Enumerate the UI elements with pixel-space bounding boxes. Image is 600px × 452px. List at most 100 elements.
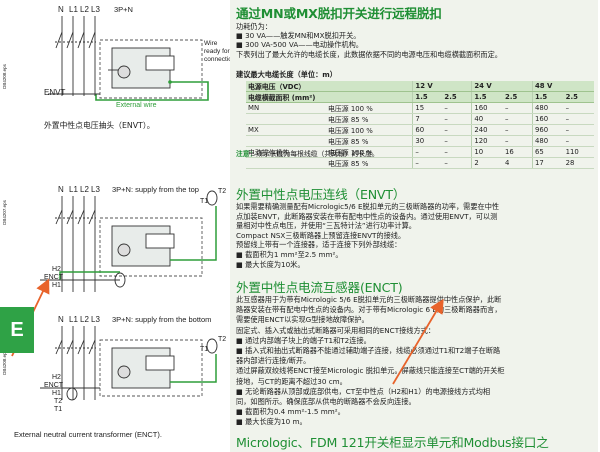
table-cell: 120: [471, 135, 504, 147]
table-cell: –: [563, 102, 594, 114]
pole-label: L1: [69, 185, 78, 194]
pole-label: L2: [80, 5, 89, 14]
table-cell: 40: [471, 113, 504, 125]
body-line: 同，如图所示。确保底部从供电的断路器不会反向连接。: [236, 397, 416, 406]
table-header-row: 电缆横截面积 (mm²) 1.5 2.5 1.5 2.5 1.5 2.5: [246, 91, 594, 103]
t-label: T1: [54, 406, 63, 413]
body-line: 需要使用ENCT以实现G型接地故障保护。: [236, 315, 369, 325]
table-cell: [246, 113, 326, 125]
left-column: N L1 L2 L3 3P+N Wire ready for connectio…: [0, 0, 235, 452]
table-cell: –: [503, 102, 533, 114]
section1-bullet: ■ 300 VA-500 VA——电动操作机构。: [236, 40, 363, 49]
section2-title: 外置中性点电压连线（ENVT）: [236, 187, 406, 202]
section1-bullet: ■ 30 VA——触发MN和MX脱扣开关。: [236, 31, 361, 40]
body-line: 量相对中性点电压，并使用“三瓦特计法”进行功率计算。: [236, 221, 416, 231]
pole-label: L3: [91, 185, 100, 194]
pole-label: L3: [91, 5, 100, 14]
body-line: 路器安装在带有配电中性点的设备内。对于带有Micrologic 6 E的三极断路…: [236, 305, 502, 315]
mode-label: 3P+N: supply from the top: [112, 185, 199, 194]
side-label: H1: [52, 282, 61, 289]
body-line: 点加装ENVT，此断路器安装在带有配电中性点的设备内。通过使用ENVT，可以测: [236, 211, 498, 221]
table-title: 建议最大电缆长度（单位：m）: [236, 70, 337, 79]
table-cell: 4: [503, 157, 533, 169]
table-cell: 电压源 85 %: [326, 157, 413, 169]
table-cell: –: [412, 157, 443, 169]
note-text: 所示长度为每根线缆（共两根）的长度。: [256, 150, 379, 158]
table-cell: MX: [246, 124, 326, 136]
body-line: Compact NSX三极断路器上预留连接ENVT的接线。: [236, 230, 406, 240]
table-cell: –: [442, 113, 472, 125]
side-label: ENCT: [44, 274, 64, 281]
table-header-cell: 1.5: [471, 91, 504, 103]
table-cell: –: [442, 157, 472, 169]
right-column: 通过MN或MX脱扣开关进行远程脱扣 功耗仍为： ■ 30 VA——触发MN和MX…: [230, 0, 598, 452]
table-cell: 7: [412, 113, 443, 125]
table-cell: [246, 157, 326, 169]
wire-note: connection: [204, 56, 236, 63]
section1-paragraph: 下表列出了最大允许的电缆长度，此数据依据不同的电源电压和电缆横截面积而定。: [236, 50, 502, 59]
table-cell: 电压源 85 %: [326, 113, 413, 125]
figure-caption: 外置中性点电压抽头（ENVT）。: [44, 121, 155, 130]
table-cell: 17: [532, 157, 564, 169]
body-line: 如果需要精确测量配有Micrologic5/6 E脱扣单元的三极断路器的功率，需…: [236, 202, 500, 211]
pole-label: L3: [91, 315, 100, 324]
table-cell: 160: [532, 113, 564, 125]
body-line: ■ 插入式和抽出式断路器不能通过辅助端子连接，线缆必须通过T1和T2端子在断路: [236, 346, 501, 355]
section4-title: Micrologic、FDM 121开关柜显示单元和Modbus接口之: [236, 435, 549, 450]
table-row: 电压源 85 %30–120–480–: [246, 135, 594, 147]
pole-label: L2: [80, 315, 89, 324]
body-line: 接地，与CT的距离不超过30 cm。: [236, 376, 347, 386]
table-cell: 28: [563, 157, 594, 169]
t-label: T1: [200, 346, 209, 353]
pole-label: N: [58, 185, 64, 194]
table-header-cell: 24 V: [471, 81, 533, 92]
pole-label: L1: [69, 5, 78, 14]
mode-label: 3P+N: supply from the bottom: [112, 315, 212, 324]
section-tab-e: E: [0, 307, 34, 353]
section3-title: 外置中性点电流互感器(ENCT): [236, 280, 403, 295]
side-label: H1: [52, 390, 61, 397]
table-header-cell: 电缆横截面积 (mm²): [246, 91, 413, 103]
table-cell: 30: [412, 135, 443, 147]
pole-label: N: [58, 5, 64, 14]
figure-code: DB4207.eps: [1, 200, 7, 225]
pole-label: N: [58, 315, 64, 324]
table-cell: 2: [471, 157, 504, 169]
t-label: T2: [54, 398, 63, 405]
enct-top-wiring-diagram: [40, 190, 218, 292]
envt-wiring-diagram: [48, 16, 209, 101]
diagram-enct-top: N L1 L2 L3 3P+N: supply from the top T1 …: [0, 180, 230, 300]
mode-label: 3P+N: [114, 5, 133, 14]
body-line: ■ 通过内部端子块上的端子T1和T2连接。: [236, 335, 371, 345]
pole-label: L2: [80, 185, 89, 194]
table-header-row: 电源电压（VDC） 12 V 24 V 48 V: [246, 81, 594, 92]
side-label: H2: [52, 266, 61, 273]
table-row: 电压源 85 %7–40–160–: [246, 113, 594, 125]
table-cell: 65: [532, 146, 564, 158]
table-cell: 16: [503, 146, 533, 158]
table-cell: 160: [471, 102, 504, 114]
table-cell: –: [503, 135, 533, 147]
table-cell: 15: [412, 102, 443, 114]
t-label: T1: [200, 198, 209, 205]
table-cell: –: [503, 124, 533, 136]
body-line: 器内部进行连接/断开。: [236, 356, 311, 366]
t-label: T2: [218, 336, 227, 343]
table-cell: 电压源 100 %: [326, 146, 413, 158]
section1-subtitle: 功耗仍为：: [236, 22, 272, 31]
table-cell: 电动操作机构: [246, 146, 326, 158]
figure-caption: External neutral current transformer (EN…: [14, 430, 162, 439]
table-cell: 电压源 100 %: [326, 102, 413, 114]
wire-note: ready for: [204, 48, 230, 55]
side-label: ENCT: [44, 382, 64, 389]
wire-note: Wire: [204, 40, 218, 47]
table-cell: 480: [532, 102, 564, 114]
table-cell: –: [563, 124, 594, 136]
body-line: ■ 最大长度为10米。: [236, 259, 305, 269]
table-note: 注意：所示长度为每根线缆（共两根）的长度。: [236, 150, 379, 159]
body-line: ■ 无论断路器从顶部或底部供电，CT至中性点（H2和H1）的电源接线方式均相: [236, 386, 491, 396]
